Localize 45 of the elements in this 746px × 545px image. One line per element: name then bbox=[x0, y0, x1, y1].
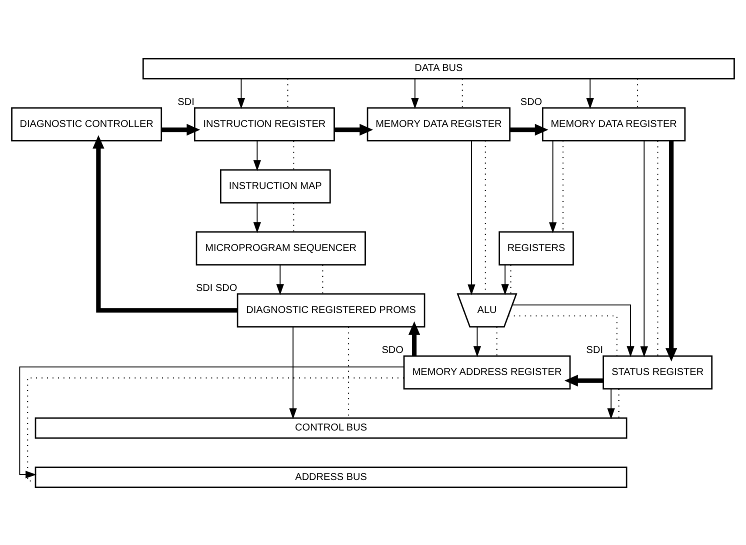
arrow bbox=[607, 388, 615, 419]
node-label: SDO bbox=[520, 96, 542, 108]
arrow bbox=[253, 202, 261, 233]
node-box: REGISTERS bbox=[498, 230, 574, 265]
node-label: SDI bbox=[178, 96, 194, 108]
arrow bbox=[92, 134, 238, 312]
connector bbox=[287, 78, 288, 108]
arrow bbox=[468, 140, 476, 295]
arrow bbox=[501, 264, 509, 295]
node-box: INSTRUCTION REGISTER bbox=[194, 106, 335, 141]
arrow bbox=[334, 123, 374, 136]
node-label: SDO bbox=[382, 344, 404, 356]
node-box: MICROPROGRAM SEQUENCER bbox=[196, 230, 366, 265]
connector bbox=[508, 314, 618, 356]
node-label: SDI SDO bbox=[196, 282, 238, 294]
node-box: DIAGNOSTIC CONTROLLER bbox=[11, 106, 162, 141]
arrow bbox=[640, 140, 648, 357]
arrow bbox=[253, 140, 261, 171]
arrow bbox=[276, 264, 284, 295]
node-box: ADDRESS BUS bbox=[34, 466, 628, 488]
node-box: MEMORY DATA REGISTER bbox=[542, 106, 686, 141]
arrow bbox=[512, 304, 634, 357]
arrow bbox=[237, 78, 246, 108]
node-box: MEMORY ADDRESS REGISTER bbox=[403, 354, 571, 390]
connector bbox=[293, 140, 294, 170]
arrow bbox=[162, 123, 200, 136]
arrow bbox=[665, 140, 678, 362]
node-box: MEMORY DATA REGISTER bbox=[366, 106, 510, 141]
arrow bbox=[549, 140, 557, 233]
node-box: DIAGNOSTIC REGISTERED PROMS bbox=[236, 292, 426, 327]
arrow bbox=[289, 326, 297, 419]
node-box: CONTROL BUS bbox=[34, 416, 628, 438]
node-box: DATA BUS bbox=[142, 57, 735, 79]
node-box: STATUS REGISTER bbox=[602, 354, 713, 390]
connector bbox=[462, 78, 463, 108]
node-label: SDI bbox=[586, 344, 603, 356]
arrow bbox=[408, 320, 420, 356]
arrow bbox=[411, 78, 419, 108]
arrow bbox=[510, 123, 548, 136]
arrow bbox=[564, 374, 604, 386]
connector bbox=[636, 78, 638, 108]
node-box: INSTRUCTION MAP bbox=[220, 168, 331, 203]
connector bbox=[510, 264, 512, 294]
arrow bbox=[473, 326, 482, 357]
arrow bbox=[586, 78, 594, 108]
